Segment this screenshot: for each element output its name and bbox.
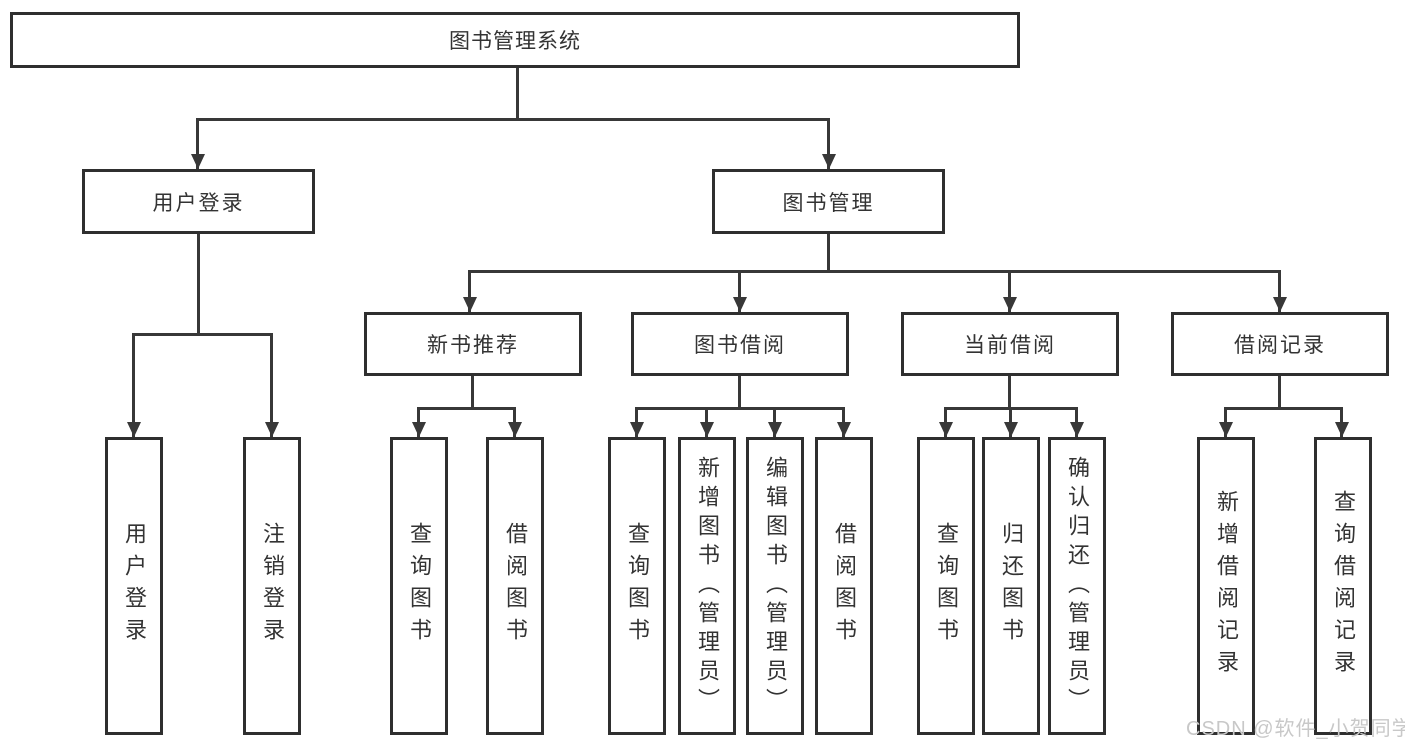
leaf-label: 借阅图书: [503, 522, 528, 650]
leaf-label: 查询图书: [407, 522, 432, 650]
leaf-add-borrow-record: 新增借阅记录: [1197, 437, 1255, 735]
node-label: 借阅记录: [1234, 334, 1326, 357]
arrow-to-leaf-query-record: [1340, 407, 1343, 437]
leaf-label: 编辑图书（管理员）: [763, 455, 788, 717]
connector-new-book-stem: [471, 376, 474, 409]
leaf-edit-books-admin: 编辑图书（管理员）: [746, 437, 804, 735]
connector-book-management-rail: [468, 270, 1281, 273]
leaf-query-borrow-record: 查询借阅记录: [1314, 437, 1372, 735]
node-label: 图书借阅: [694, 334, 786, 357]
node-user-login: 用户登录: [82, 169, 315, 234]
arrow-to-leaf-query-books-2: [635, 407, 638, 437]
leaf-label: 查询借阅记录: [1331, 490, 1356, 682]
node-label: 用户登录: [152, 191, 245, 215]
arrow-to-leaf-confirm-return: [1075, 407, 1078, 437]
leaf-label: 新增图书（管理员）: [695, 455, 720, 717]
leaf-add-books-admin: 新增图书（管理员）: [678, 437, 736, 735]
leaf-query-books-1: 查询图书: [390, 437, 448, 735]
connector-borrow-record-rail: [1224, 407, 1343, 410]
leaf-return-books: 归还图书: [982, 437, 1040, 735]
node-new-book-recommend: 新书推荐: [364, 312, 582, 376]
node-label: 图书管理系统: [449, 30, 581, 53]
connector-book-management-stem: [827, 234, 830, 272]
node-book-management: 图书管理: [712, 169, 945, 234]
node-current-borrow: 当前借阅: [901, 312, 1119, 376]
connector-root-rail: [196, 118, 830, 121]
connector-book-borrow-stem: [738, 376, 741, 409]
leaf-label: 借阅图书: [832, 522, 857, 650]
connector-user-login-rail: [132, 333, 273, 336]
node-borrow-record: 借阅记录: [1171, 312, 1389, 376]
arrow-to-leaf-add-books: [705, 407, 708, 437]
arrow-to-book-management: [827, 118, 830, 169]
node-library-management-system: 图书管理系统: [10, 12, 1020, 68]
connector-book-borrow-rail: [635, 407, 845, 410]
arrow-to-leaf-logout: [270, 333, 273, 437]
leaf-label: 注销登录: [260, 522, 285, 650]
arrow-to-book-borrow: [738, 270, 741, 312]
arrow-to-leaf-borrow-books-1: [513, 407, 516, 437]
arrow-to-user-login: [196, 118, 199, 169]
leaf-query-books-2: 查询图书: [608, 437, 666, 735]
connector-current-borrow-stem: [1008, 376, 1011, 409]
leaf-label: 查询图书: [625, 522, 650, 650]
node-label: 新书推荐: [427, 334, 519, 357]
connector-new-book-rail: [417, 407, 516, 410]
node-book-borrow: 图书借阅: [631, 312, 849, 376]
arrow-to-leaf-query-books-3: [944, 407, 947, 437]
leaf-label: 归还图书: [999, 522, 1024, 650]
leaf-borrow-books-1: 借阅图书: [486, 437, 544, 735]
node-label: 当前借阅: [964, 334, 1056, 357]
arrow-to-leaf-edit-books: [773, 407, 776, 437]
csdn-watermark: CSDN @软件_小贺同学: [1186, 718, 1405, 740]
leaf-label: 确认归还（管理员）: [1065, 455, 1090, 717]
leaf-query-books-3: 查询图书: [917, 437, 975, 735]
leaf-borrow-books-2: 借阅图书: [815, 437, 873, 735]
leaf-logout: 注销登录: [243, 437, 301, 735]
arrow-to-new-book: [468, 270, 471, 312]
arrow-to-borrow-record: [1278, 270, 1281, 312]
leaf-label: 新增借阅记录: [1214, 490, 1239, 682]
connector-user-login-stem: [197, 234, 200, 335]
leaf-label: 查询图书: [934, 522, 959, 650]
leaf-label: 用户登录: [122, 522, 147, 650]
arrow-to-leaf-return-books: [1009, 407, 1012, 437]
arrow-to-current-borrow: [1008, 270, 1011, 312]
leaf-confirm-return-admin: 确认归还（管理员）: [1048, 437, 1106, 735]
connector-root-stem: [516, 68, 519, 120]
arrow-to-leaf-add-record: [1224, 407, 1227, 437]
arrow-to-leaf-query-books-1: [417, 407, 420, 437]
leaf-user-login: 用户登录: [105, 437, 163, 735]
connector-borrow-record-stem: [1278, 376, 1281, 409]
arrow-to-leaf-user-login: [132, 333, 135, 437]
node-label: 图书管理: [782, 191, 875, 215]
arrow-to-leaf-borrow-books-2: [842, 407, 845, 437]
